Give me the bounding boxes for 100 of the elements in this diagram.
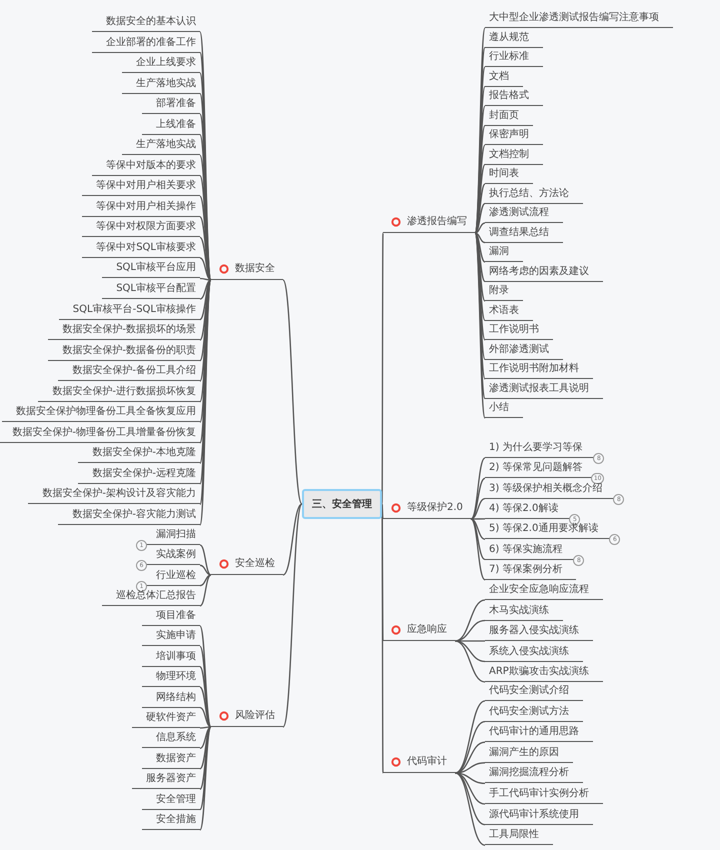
subtopic-text: 3) 等级保护相关概念介绍: [485, 482, 616, 499]
connector-line: [454, 640, 486, 662]
subtopic-text: 6) 等保实施流程: [485, 542, 576, 560]
subtopic-text: 物理环境: [142, 670, 200, 688]
subtopic-text: 企业上线要求: [122, 56, 200, 74]
connector-line: [474, 222, 486, 234]
subtopic-text: 生产落地实战: [122, 138, 200, 156]
connector-line: [454, 742, 486, 774]
subtopic-text: SQL审核平台应用: [102, 261, 200, 278]
connector-line: [200, 706, 212, 728]
subtopic-text: 上线准备: [142, 118, 200, 135]
topic-node: [211, 709, 283, 727]
connector-line: [200, 574, 212, 586]
subtopic-text: 信息系统: [142, 731, 200, 748]
subtopic-text: 1) 为什么要学习等保: [485, 441, 596, 458]
connector-line: [200, 646, 212, 728]
connector-line: [200, 544, 212, 576]
connector-line: [200, 686, 212, 728]
connector-line: [470, 498, 486, 520]
topic-text: 风险评估: [235, 709, 275, 723]
subtopic-text: 企业安全应急响应流程: [485, 583, 603, 600]
subtopic-text: 实施申请: [142, 629, 200, 646]
subtopic-text: 培训事项: [142, 650, 200, 667]
subtopic-text: ARP欺骗攻击实战演练: [485, 665, 603, 682]
connector-line: [282, 280, 303, 504]
connector-line: [454, 599, 486, 642]
connector-line: [200, 726, 212, 749]
subtopic-text: 渗透测试流程: [485, 206, 563, 223]
connector-line: [454, 772, 486, 846]
connector-line: [200, 257, 212, 281]
connector-line: [199, 726, 212, 810]
subtopic-text: 数据安全保护-数据损坏的场景: [48, 323, 200, 340]
connector-line: [381, 232, 384, 504]
subtopic-text: 工作说明书附加材料: [485, 362, 593, 379]
subtopic-text: 等保中对用户相关操作: [82, 200, 200, 217]
subtopic-text: 数据安全保护-物理备份工具增量备份恢复: [0, 426, 200, 443]
topic-node: [383, 501, 471, 519]
connector-line: [200, 279, 212, 300]
subtopic-text: 部署准备: [142, 97, 200, 114]
connector-line: [470, 518, 486, 560]
subtopic-text: 安全措施: [142, 813, 200, 830]
subtopic-text: 等保中对SQL审核要求: [82, 240, 200, 258]
topic-text: 等级保护2.0: [407, 501, 463, 515]
connector-line: [454, 762, 486, 774]
subtopic-text: SQL审核平台-SQL审核操作: [58, 302, 200, 320]
subtopic-text: 报告格式: [485, 89, 543, 106]
subtopic-text: 5) 等保2.0通用要求解读: [485, 522, 612, 540]
subtopic-text: 时间表: [485, 167, 533, 184]
topic-text: 应急响应: [407, 623, 447, 637]
connector-line: [200, 574, 212, 606]
subtopic-text: 数据安全保护-远程克隆: [78, 466, 200, 484]
subtopic-text: 手工代码审计实例分析: [485, 787, 603, 804]
subtopic-text: 漏洞挖掘流程分析: [485, 766, 583, 784]
subtopic-text: 文档控制: [485, 148, 543, 164]
connector-line: [470, 457, 486, 520]
subtopic-text: 小结: [485, 401, 523, 418]
connector-line: [199, 726, 212, 830]
subtopic-text: 服务器资产: [132, 772, 200, 790]
subtopic-text: 保密声明: [485, 128, 543, 145]
topic-text: 代码审计: [407, 755, 447, 769]
subtopic-text: 数据安全保护-容灾能力测试: [58, 508, 200, 525]
connector-line: [200, 279, 212, 320]
connector-line: [381, 504, 384, 774]
subtopic-text: 等保中对用户相关要求: [82, 179, 200, 196]
connector-line: [381, 504, 384, 520]
connector-line: [454, 720, 486, 774]
subtopic-text: 网络考虑的因素及建议: [485, 264, 603, 282]
subtopic-text: 代码审计的通用思路: [485, 725, 593, 742]
subtopic-text: 外部渗透测试: [485, 342, 563, 360]
subtopic-text: 企业部署的准备工作: [92, 36, 200, 53]
connector-line: [381, 504, 384, 642]
subtopic-text: 数据安全保护-进行数据损坏恢复: [38, 384, 200, 402]
subtopic-text: 数据安全保护物理备份工具全备恢复应用: [2, 405, 200, 422]
connector-line: [474, 232, 486, 244]
subtopic-text: 巡检总体汇总报告: [102, 588, 200, 606]
topic-text: 安全巡检: [235, 557, 275, 571]
subtopic-text: 术语表: [485, 304, 533, 320]
connector-line: [474, 232, 486, 263]
subtopic-text: 硬软件资产: [132, 711, 200, 728]
subtopic-text: 调查结果总结: [485, 226, 563, 242]
subtopic-text: 系统入侵实战演练: [485, 644, 583, 662]
connector-line: [470, 518, 485, 520]
subtopic-text: 工具局限性: [485, 828, 553, 846]
subtopic-text: 7) 等保案例分析: [485, 562, 576, 580]
subtopic-text: 项目准备: [142, 609, 200, 626]
connector-line: [470, 518, 486, 580]
connector-line: [200, 666, 212, 728]
subtopic-text: 渗透测试报表工具说明: [485, 382, 603, 398]
topic-node: [383, 215, 475, 233]
connector-line: [474, 202, 486, 234]
topic-node: [211, 557, 283, 575]
subtopic-text: 源代码审计系统使用: [485, 808, 593, 825]
subtopic-text: 安全管理: [142, 792, 200, 810]
subtopic-text: SQL审核平台配置: [102, 282, 200, 300]
subtopic-text: 漏洞: [485, 245, 523, 262]
subtopic-text: 4) 等保2.0解读: [485, 502, 572, 519]
connector-line: [470, 478, 486, 520]
subtopic-text: 数据安全保护-数据备份的职责: [48, 344, 200, 361]
subtopic-text: 代码安全测试介绍: [485, 684, 583, 701]
connector-line: [470, 518, 486, 540]
